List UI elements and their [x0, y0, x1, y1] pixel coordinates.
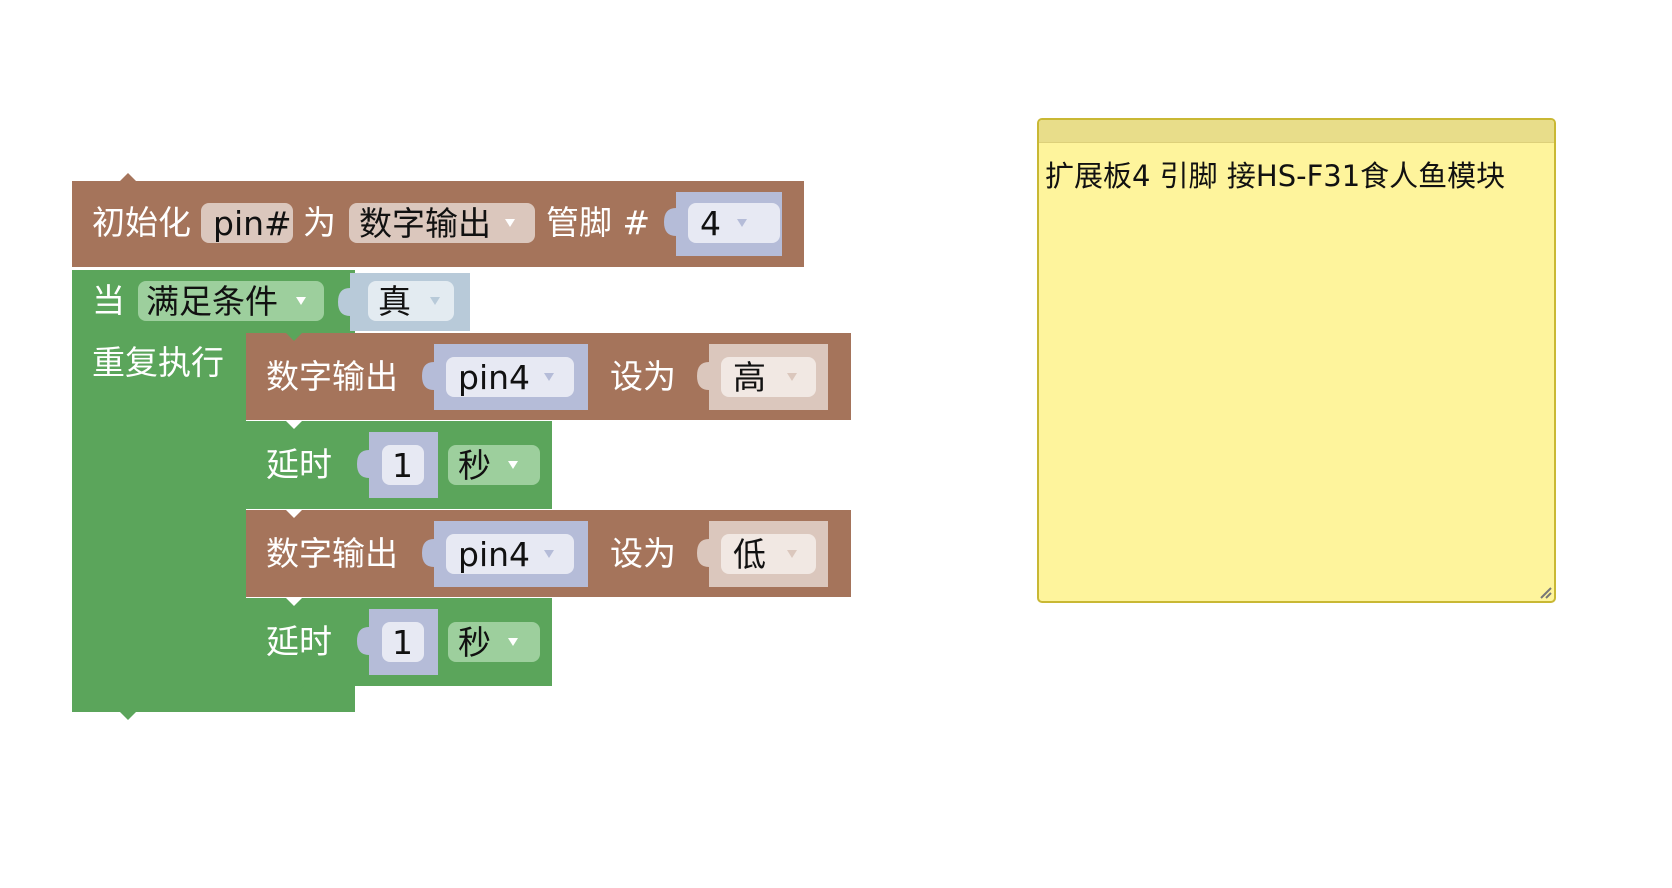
init-as-label: 为	[303, 203, 336, 242]
chevron-down-icon	[505, 219, 515, 227]
svg-text:秒: 秒	[458, 623, 491, 662]
digital-write-block[interactable]: 数字输出 pin4 设为 高	[246, 333, 851, 420]
delay-label: 延时	[266, 622, 332, 661]
condition-dropdown[interactable]: 满足条件	[138, 281, 324, 321]
svg-text:高: 高	[733, 358, 766, 397]
workspace-comment[interactable]: 扩展板4 引脚 接HS-F31食人鱼模块	[1037, 118, 1556, 603]
svg-text:满足条件: 满足条件	[146, 282, 278, 321]
chevron-down-icon	[508, 638, 518, 646]
pin-value-block[interactable]: pin4	[422, 521, 588, 587]
init-label: 初始化	[92, 203, 191, 242]
chevron-down-icon	[296, 297, 306, 305]
while-when-label: 当	[92, 281, 125, 320]
level-dropdown[interactable]: 低	[721, 534, 816, 574]
pin-dropdown[interactable]: pin4	[446, 357, 574, 397]
svg-text:pin#: pin#	[213, 204, 292, 243]
set-to-label: 设为	[610, 357, 676, 396]
svg-text:数字输出: 数字输出	[359, 204, 491, 243]
level-value-block[interactable]: 低	[697, 521, 828, 587]
chevron-down-icon	[544, 373, 554, 381]
svg-text:pin4: pin4	[458, 535, 530, 574]
delay-label: 延时	[266, 445, 332, 484]
level-dropdown[interactable]: 高	[721, 357, 816, 397]
digital-write-label: 数字输出	[266, 534, 398, 573]
delay-amount-block[interactable]: 1	[357, 432, 438, 498]
svg-text:pin4: pin4	[458, 358, 530, 397]
time-unit-dropdown[interactable]: 秒	[448, 622, 540, 662]
digital-write-label: 数字输出	[266, 357, 398, 396]
pin-variable-field[interactable]: pin#	[201, 203, 293, 243]
chevron-down-icon	[787, 550, 797, 558]
pin-number-block[interactable]: 4	[664, 192, 782, 256]
chevron-down-icon	[544, 550, 554, 558]
time-unit-dropdown[interactable]: 秒	[448, 445, 540, 485]
delay-amount-input[interactable]	[382, 622, 424, 662]
svg-text:低: 低	[733, 535, 766, 574]
set-to-label: 设为	[610, 534, 676, 573]
svg-text:1: 1	[392, 623, 413, 662]
digital-write-block[interactable]: 数字输出 pin4 设为 低	[246, 510, 851, 597]
chevron-down-icon	[737, 219, 747, 227]
level-value-block[interactable]: 高	[697, 344, 828, 410]
boolean-dropdown[interactable]: 真	[368, 281, 454, 321]
comment-drag-bar[interactable]	[1039, 120, 1554, 143]
delay-block[interactable]: 延时 1 秒	[246, 598, 552, 694]
svg-text:秒: 秒	[458, 446, 491, 485]
svg-text:真: 真	[378, 282, 411, 321]
pin-dropdown[interactable]: pin4	[446, 534, 574, 574]
delay-amount-block[interactable]: 1	[357, 609, 438, 675]
comment-text[interactable]: 扩展板4 引脚 接HS-F31食人鱼模块	[1045, 159, 1506, 193]
resize-handle-icon[interactable]	[1538, 585, 1552, 599]
pin-number-label: 管脚 #	[546, 203, 650, 242]
svg-text:1: 1	[392, 446, 413, 485]
svg-text:4: 4	[700, 204, 721, 243]
delay-amount-input[interactable]	[382, 445, 424, 485]
init-pin-block[interactable]: 初始化 pin# 为 数字输出 管脚 # 4	[72, 173, 804, 267]
mode-dropdown[interactable]: 数字输出	[349, 203, 535, 243]
while-repeat-label: 重复执行	[92, 343, 224, 382]
chevron-down-icon	[508, 461, 518, 469]
chevron-down-icon	[430, 297, 440, 305]
pin-value-block[interactable]: pin4	[422, 344, 588, 410]
while-block[interactable]: 当 满足条件 重复执行	[72, 270, 355, 720]
delay-block[interactable]: 延时 1 秒	[246, 421, 552, 509]
chevron-down-icon	[787, 373, 797, 381]
boolean-value-block[interactable]: 真	[338, 273, 470, 331]
